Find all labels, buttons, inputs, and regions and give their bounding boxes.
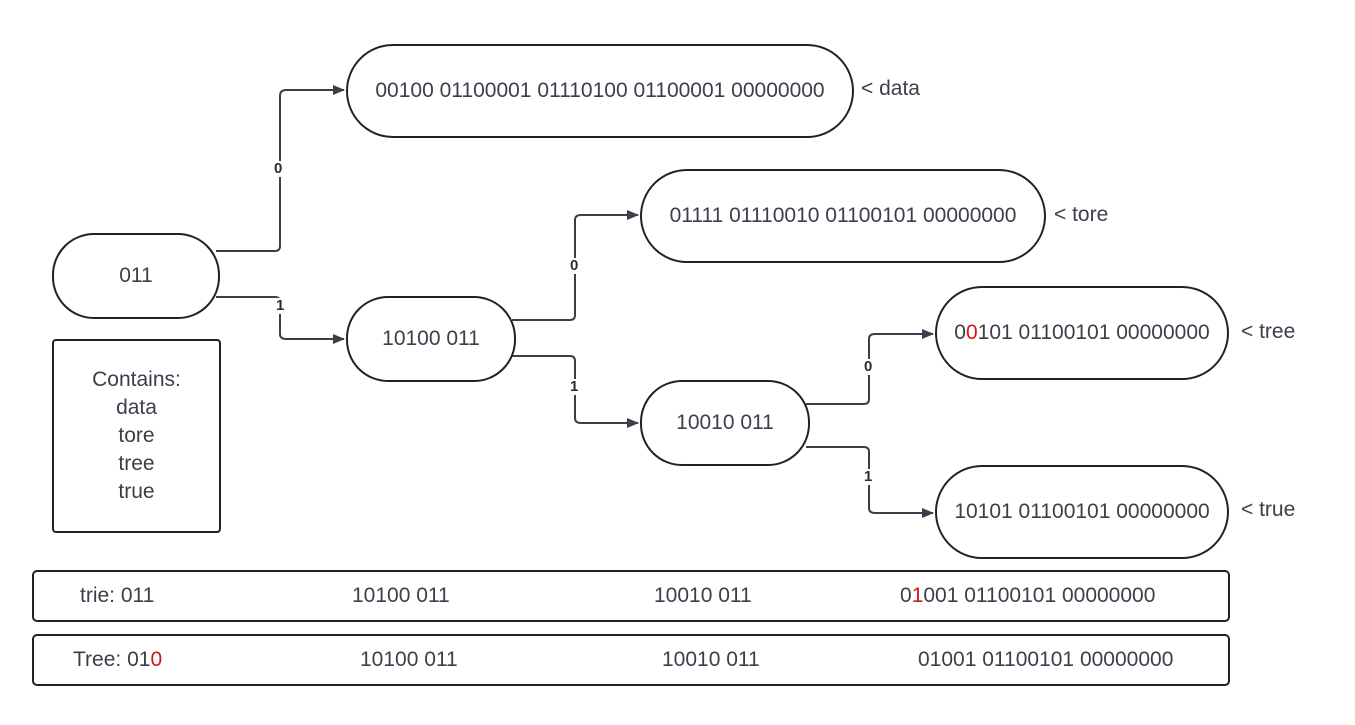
- contains-legend: Contains: data tore tree true: [52, 339, 221, 533]
- edge-root-1: [216, 296, 345, 344]
- leaf-tore: 01111 01110010 01100101 00000000: [640, 169, 1046, 263]
- node-10100-011-label: 10100 011: [382, 327, 480, 350]
- legend-item-tree: tree: [118, 452, 155, 475]
- row-trie: trie: 011 10100 011 10010 011 01001 0110…: [32, 570, 1230, 622]
- node-10010-011-label: 10010 011: [676, 411, 774, 434]
- row-trie-cell-4: 01001 01100101 00000000: [900, 584, 1155, 608]
- edge-label-n11-1: 1: [863, 468, 874, 485]
- legend-title: Contains:: [92, 368, 181, 391]
- leaf-data-label: 00100 01100001 01110100 01100001 0000000…: [375, 79, 825, 102]
- node-10100-011: 10100 011: [346, 296, 516, 382]
- leaf-data: 00100 01100001 01110100 01100001 0000000…: [346, 44, 854, 138]
- tag-true: < true: [1241, 498, 1296, 521]
- leaf-tree-changed-bit: 0: [965, 321, 978, 344]
- leaf-tree-label: 00101 01100101 00000000: [954, 321, 1209, 345]
- row-tree-cell-2: 10100 011: [360, 648, 458, 671]
- legend-item-data: data: [116, 396, 157, 419]
- tag-tree: < tree: [1241, 320, 1296, 343]
- legend-item-true: true: [118, 480, 155, 503]
- row-trie-cell-3: 10010 011: [654, 584, 752, 607]
- row-tree-cell-4: 01001 01100101 00000000: [918, 648, 1174, 671]
- node-root: 011: [52, 233, 220, 319]
- edge-label-root-0: 0: [273, 160, 284, 177]
- row-tree: Tree: 010 10100 011 10010 011 01001 0110…: [32, 634, 1230, 686]
- leaf-tree-prefix: 0: [954, 321, 966, 344]
- leaf-tore-label: 01111 01110010 01100101 00000000: [669, 204, 1017, 227]
- tag-tore: < tore: [1054, 203, 1109, 226]
- edge-label-n1-0: 0: [569, 257, 580, 274]
- node-root-label: 011: [119, 264, 153, 287]
- leaf-true: 10101 01100101 00000000: [935, 465, 1229, 559]
- node-10010-011: 10010 011: [640, 380, 810, 466]
- edge-label-n11-0: 0: [863, 358, 874, 375]
- row-trie-cell-2: 10100 011: [352, 584, 450, 607]
- row-trie-cell-4-prefix: 0: [900, 584, 912, 607]
- leaf-tree: 00101 01100101 00000000: [935, 286, 1229, 380]
- leaf-tree-rest: 101 01100101 00000000: [977, 321, 1210, 344]
- edge-label-root-1: 1: [275, 297, 286, 314]
- row-tree-cell-3: 10010 011: [662, 648, 760, 671]
- legend-item-tore: tore: [118, 424, 155, 447]
- row-tree-changed-bit: 0: [150, 648, 163, 671]
- row-tree-label-prefix: Tree: 01: [73, 648, 151, 671]
- row-trie-changed-bit: 1: [911, 584, 924, 607]
- row-trie-cell-4-rest: 001 01100101 00000000: [923, 584, 1156, 607]
- leaf-true-label: 10101 01100101 00000000: [954, 500, 1210, 523]
- row-tree-label: Tree: 010: [73, 648, 162, 672]
- row-trie-label: trie: 011: [80, 584, 155, 607]
- tag-data: < data: [861, 77, 920, 100]
- edge-label-n1-1: 1: [569, 378, 580, 395]
